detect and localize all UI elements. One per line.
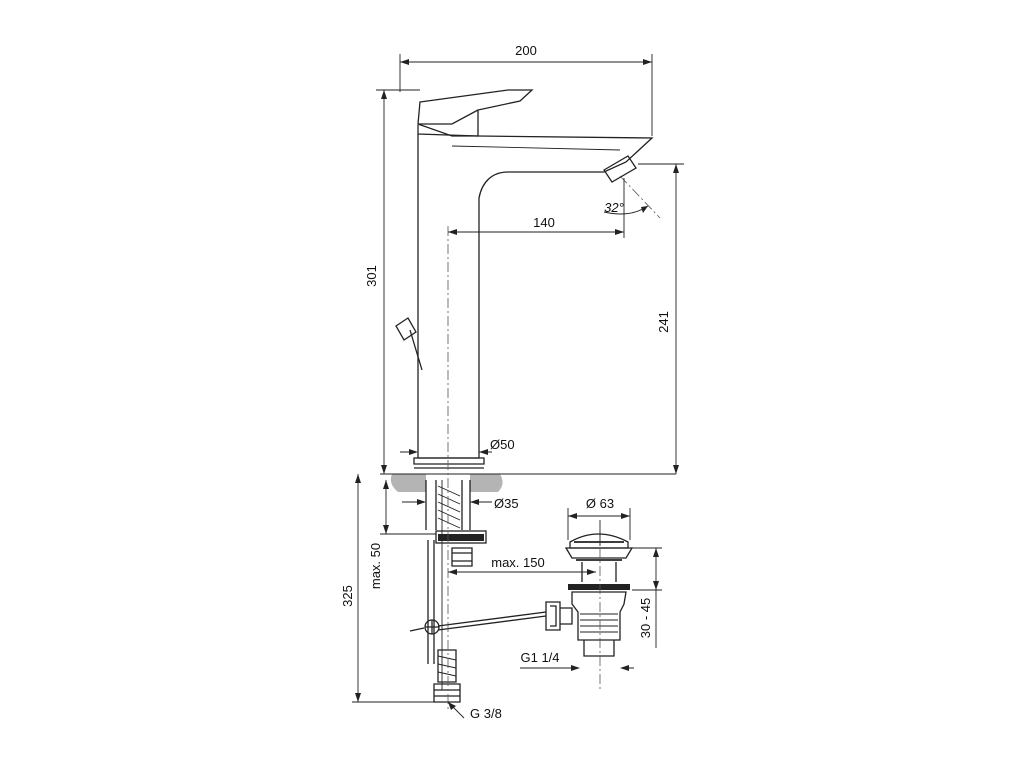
base-ring	[413, 457, 485, 465]
label-waste-adjust: 30 - 45	[638, 598, 653, 638]
waste-body	[571, 591, 627, 641]
hex-nut	[451, 547, 473, 567]
waste-tail	[583, 640, 615, 657]
label-shank-diameter: Ø35	[494, 496, 519, 511]
label-body-diameter: Ø50	[490, 437, 515, 452]
deck-right	[470, 474, 503, 492]
lever-handle	[417, 89, 534, 137]
dimension-lines	[352, 54, 684, 719]
waste-pivot-connector	[545, 601, 573, 631]
label-max-distance: max. 150	[491, 555, 544, 570]
center-lines	[447, 175, 661, 712]
lift-rod	[409, 329, 423, 371]
under-deck-fittings	[409, 480, 547, 703]
aerator	[603, 155, 637, 183]
waste-plug	[569, 533, 629, 549]
aerator-axis	[619, 175, 661, 219]
dimension-labels: 200 140 301 241 Ø50 Ø35 Ø 63 max. 50 max…	[340, 43, 671, 721]
deck-left	[390, 474, 426, 492]
label-max-deck-thickness: max. 50	[368, 543, 383, 589]
label-waste-diameter: Ø 63	[586, 496, 614, 511]
label-spout-reach: 140	[533, 215, 555, 230]
label-total-height: 301	[364, 265, 379, 287]
waste-flange	[564, 547, 634, 559]
label-outlet-height: 241	[656, 311, 671, 333]
pop-up-waste	[545, 520, 634, 657]
label-spray-angle: 32°	[604, 200, 624, 215]
lift-rod-knob	[395, 317, 417, 341]
body-column	[417, 134, 480, 459]
label-below-deck-height: 325	[340, 585, 355, 607]
waste-locknut	[568, 584, 630, 590]
label-waste-thread: G1 1/4	[520, 650, 559, 665]
supply-hex	[433, 683, 461, 703]
pull-rod	[437, 611, 547, 631]
fixing-nut	[438, 534, 484, 541]
deck	[380, 473, 676, 492]
label-overall-width: 200	[515, 43, 537, 58]
supply-coupling	[437, 649, 457, 683]
faucet-body	[395, 89, 654, 469]
label-supply-thread: G 3/8	[470, 706, 502, 721]
supply-hose	[427, 540, 435, 664]
spout	[477, 135, 654, 199]
shank	[425, 480, 471, 530]
